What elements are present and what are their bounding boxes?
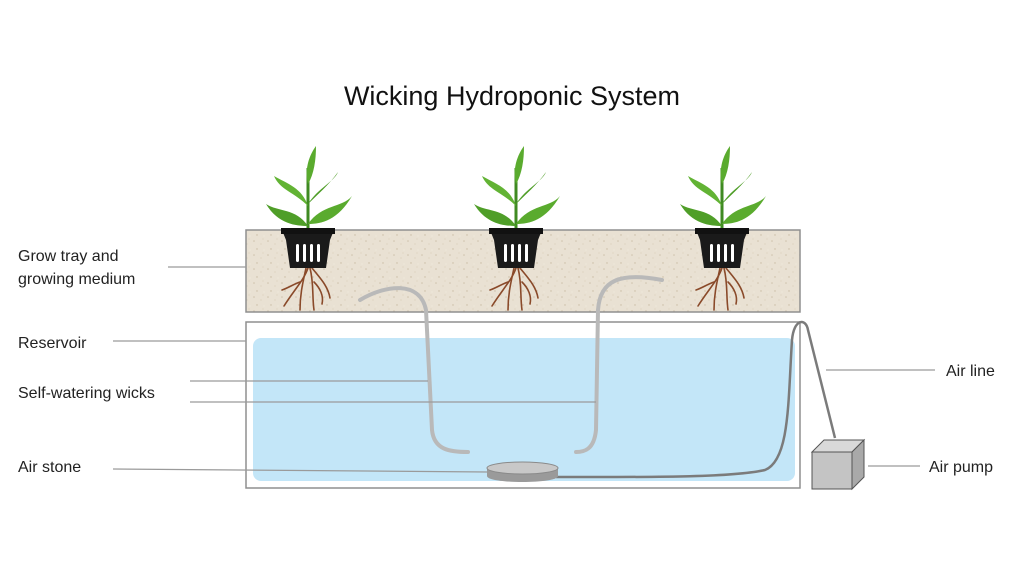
label-grow-tray-2: growing medium (18, 271, 135, 288)
label-air-stone: Air stone (18, 459, 81, 476)
label-grow-tray-1: Grow tray and (18, 248, 118, 265)
diagram-title: Wicking Hydroponic System (344, 81, 680, 111)
wick-right (574, 275, 664, 454)
water-fill (253, 338, 795, 481)
label-reservoir: Reservoir (18, 335, 87, 352)
label-wicks: Self-watering wicks (18, 385, 155, 402)
label-air-line: Air line (946, 363, 995, 380)
label-air-pump: Air pump (929, 459, 993, 476)
wick-left (358, 286, 470, 454)
air-stone (486, 461, 559, 482)
air-line-tube (555, 320, 837, 479)
leader-air-stone (112, 468, 489, 473)
air-pump (810, 438, 866, 491)
